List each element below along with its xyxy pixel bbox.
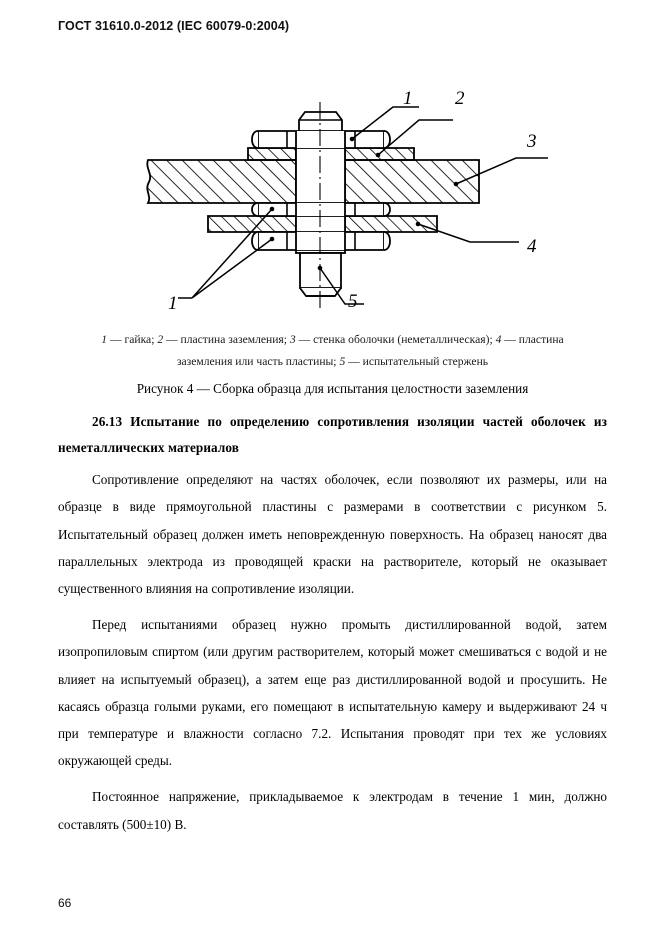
section-heading-26-13: 26.13 Испытание по определению сопротивл… bbox=[58, 414, 607, 455]
leader-lines bbox=[178, 106, 548, 305]
paragraph: Постоянное напряжение, прикладываемое к … bbox=[58, 789, 607, 832]
callout-label-4: 4 bbox=[527, 236, 537, 257]
figure-legend-line-2: заземления или часть пластины; 5 — испыт… bbox=[176, 355, 489, 368]
callout-label-2: 2 bbox=[455, 88, 465, 109]
nut-middle-part bbox=[251, 202, 391, 217]
figure-caption: Рисунок 4 — Сборка образца для испытания… bbox=[136, 381, 529, 396]
document-header-standard-number: ГОСТ 31610.0-2012 (IEC 60079-0:2004) bbox=[58, 19, 290, 33]
paragraph: Перед испытаниями образец нужно промыть … bbox=[58, 616, 607, 769]
callout-label-1-bottom: 1 bbox=[168, 293, 178, 314]
grounding-plate-upper-part bbox=[247, 147, 415, 161]
assembly-drawing-svg: 1 2 3 4 1 5 bbox=[146, 88, 548, 314]
callout-label-3: 3 bbox=[526, 131, 537, 152]
nut-lower-part bbox=[251, 231, 391, 251]
callout-label-5: 5 bbox=[348, 291, 358, 312]
callout-label-1-top: 1 bbox=[403, 88, 413, 109]
paragraph: Сопротивление определяют на частях оболо… bbox=[58, 472, 607, 597]
figure-legend-line-1: 1 — гайка; 2 — пластина заземления; 3 — … bbox=[101, 333, 564, 346]
body-text-container: Сопротивление определяют на частях оболо… bbox=[58, 466, 607, 838]
figure-legend: 1 — гайка; 2 — пластина заземления; 3 — … bbox=[60, 329, 605, 373]
page-number: 66 bbox=[58, 896, 72, 910]
figure-assembly-drawing: 1 2 3 4 1 5 bbox=[0, 72, 661, 322]
nut-upper-part bbox=[251, 130, 391, 149]
